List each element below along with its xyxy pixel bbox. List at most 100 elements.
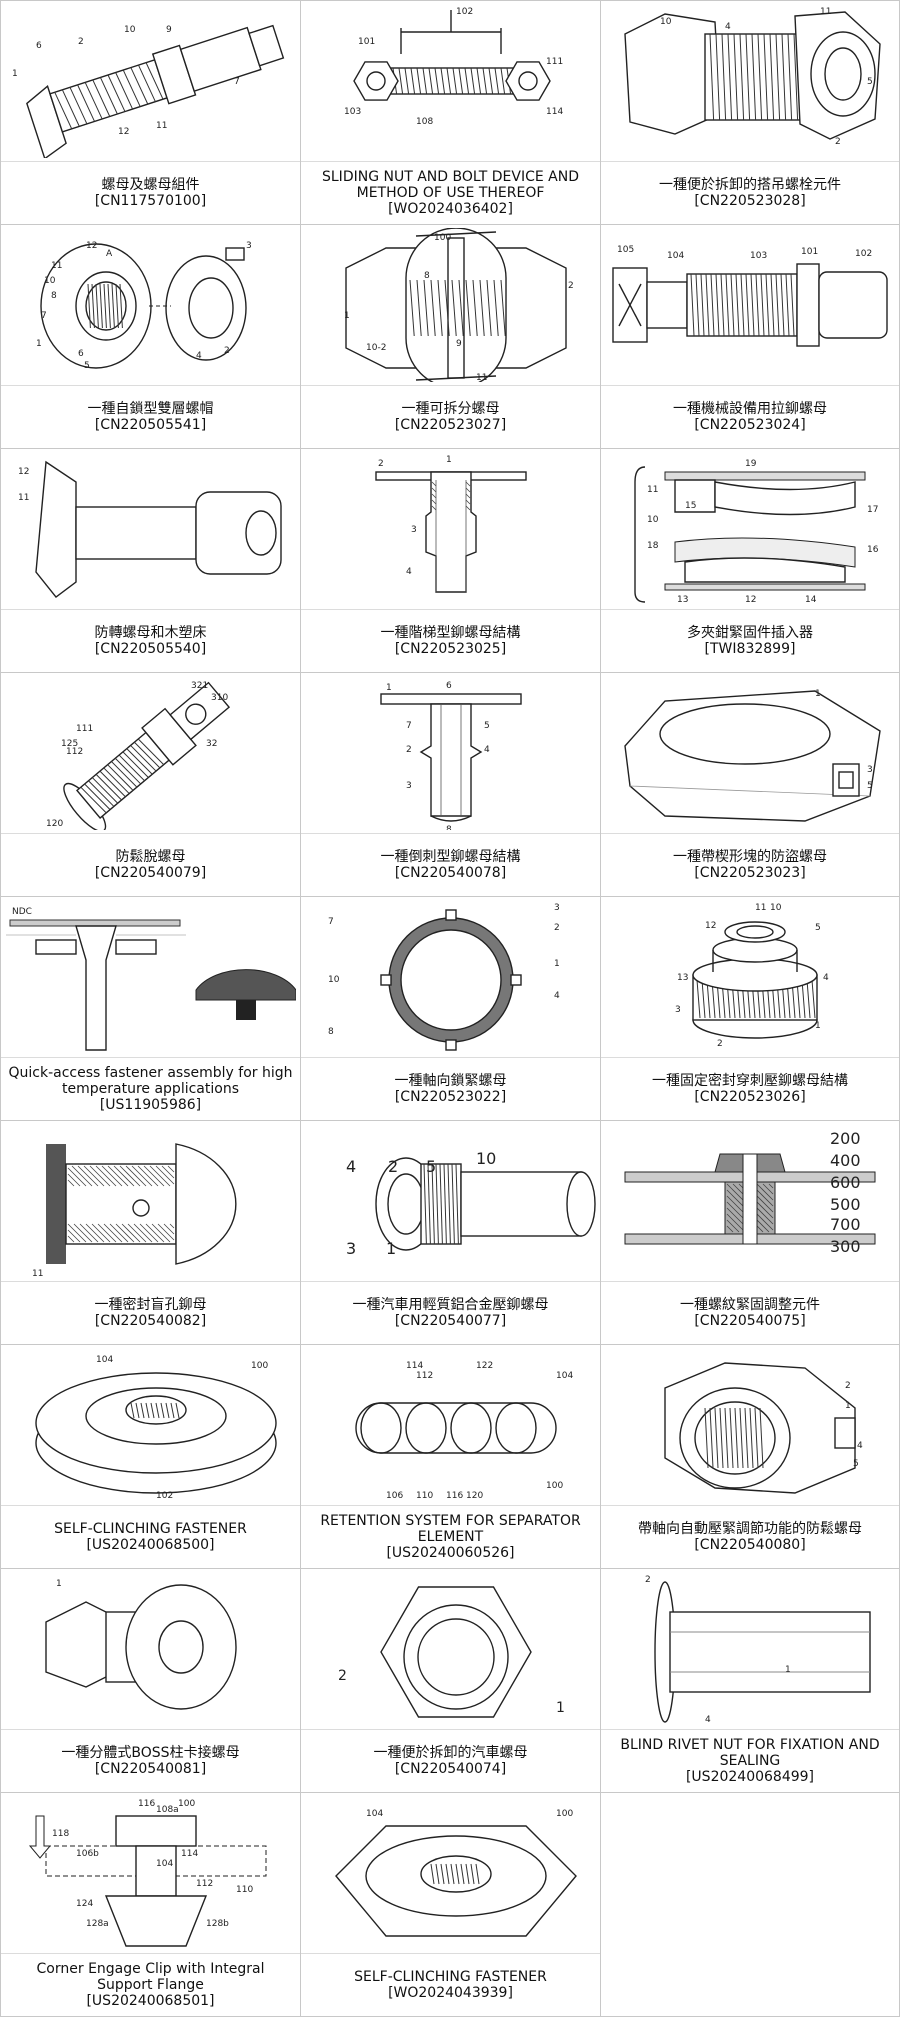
svg-text:114: 114 xyxy=(406,1361,423,1371)
patent-card-13[interactable]: NDC Quick-access fastener assembly for h… xyxy=(0,897,301,1121)
svg-text:114: 114 xyxy=(181,1849,198,1859)
patent-number: [CN220505541] xyxy=(95,417,206,433)
svg-text:118: 118 xyxy=(52,1829,69,1839)
patent-card-23[interactable]: 21 一種便於拆卸的汽車螺母 [CN220540074] xyxy=(301,1569,601,1793)
patent-card-4[interactable]: A12345678101112 一種自鎖型雙層螺帽 [CN220505541] xyxy=(0,225,301,449)
patent-card-14[interactable]: 37211048 一種軸向鎖緊螺母 [CN220523022] xyxy=(301,897,601,1121)
quick-access-fastener-icon: NDC xyxy=(1,897,300,1058)
svg-text:100: 100 xyxy=(546,1481,563,1491)
svg-text:4: 4 xyxy=(857,1441,863,1451)
svg-text:1: 1 xyxy=(554,959,560,969)
patent-card-26[interactable]: 100104 SELF-CLINCHING FASTENER [WO202404… xyxy=(301,1793,601,2017)
axial-adjust-nut-icon: 2145 xyxy=(601,1345,899,1506)
svg-text:14: 14 xyxy=(805,595,817,605)
svg-text:10: 10 xyxy=(660,17,672,27)
patent-number: [CN220523023] xyxy=(694,865,805,881)
patent-card-10[interactable]: 32131011112511212032 防鬆脫螺母 [CN220540079] xyxy=(0,673,301,897)
patent-card-24[interactable]: 214 BLIND RIVET NUT FOR FIXATION AND SEA… xyxy=(601,1569,900,1793)
patent-card-15[interactable]: 1110125134321 一種固定密封穿刺壓鉚螺母結構 [CN22052302… xyxy=(601,897,900,1121)
svg-text:8: 8 xyxy=(51,291,57,301)
svg-text:10: 10 xyxy=(328,975,340,985)
svg-text:12: 12 xyxy=(118,127,129,137)
patent-title: 一種軸向鎖緊螺母 xyxy=(395,1073,507,1089)
patent-card-16[interactable]: 11 一種密封盲孔鉚母 [CN220540082] xyxy=(0,1121,301,1345)
patent-number: [CN220540074] xyxy=(395,1761,506,1777)
svg-text:114: 114 xyxy=(546,107,563,117)
patent-card-25[interactable]: 116100108a118106b114104112110124128a128b… xyxy=(0,1793,301,2017)
svg-text:5: 5 xyxy=(853,1459,859,1469)
patent-number: [CN220523026] xyxy=(694,1089,805,1105)
patent-card-20[interactable]: 114112122104100106110116120 RETENTION SY… xyxy=(301,1345,601,1569)
patent-card-11[interactable]: 16572438 一種倒刺型鉚螺母結構 [CN220540078] xyxy=(301,673,601,897)
svg-text:18: 18 xyxy=(647,541,659,551)
patent-card-12[interactable]: 135 一種帶楔形塊的防盜螺母 [CN220523023] xyxy=(601,673,900,897)
aluminum-clinch-nut-icon: 4251031 xyxy=(301,1121,600,1282)
svg-text:19: 19 xyxy=(745,459,757,469)
svg-text:3: 3 xyxy=(867,765,873,775)
patent-card-19[interactable]: 100104102 SELF-CLINCHING FASTENER [US202… xyxy=(0,1345,301,1569)
patent-title: 一種階梯型鉚螺母結構 xyxy=(381,625,521,641)
svg-text:112: 112 xyxy=(196,1879,213,1889)
patent-card-7[interactable]: 1211 防轉螺母和木塑床 [CN220505540] xyxy=(0,449,301,673)
svg-text:103: 103 xyxy=(344,107,361,117)
svg-text:12: 12 xyxy=(18,467,29,477)
patent-caption: 一種倒刺型鉚螺母結構 [CN220540078] xyxy=(301,834,600,896)
bolt-assembly-icon: 12691012117 xyxy=(1,1,300,162)
patent-card-17[interactable]: 4251031 一種汽車用輕質鋁合金壓鉚螺母 [CN220540077] xyxy=(301,1121,601,1345)
patent-title: 一種汽車用輕質鋁合金壓鉚螺母 xyxy=(353,1297,549,1313)
patent-caption: 一種便於拆卸的搭吊螺栓元件 [CN220523028] xyxy=(601,162,899,224)
svg-text:200: 200 xyxy=(830,1129,861,1148)
anti-loosening-nut-icon: 32131011112511212032 xyxy=(1,673,300,834)
patent-caption: 一種固定密封穿刺壓鉚螺母結構 [CN220523026] xyxy=(601,1058,899,1120)
svg-text:321: 321 xyxy=(191,681,208,691)
patent-caption: 一種帶楔形塊的防盜螺母 [CN220523023] xyxy=(601,834,899,896)
patent-card-5[interactable]: 10082110-2911 一種可拆分螺母 [CN220523027] xyxy=(301,225,601,449)
svg-text:10-2: 10-2 xyxy=(366,343,386,353)
patent-card-22[interactable]: 1 一種分體式BOSS柱卡接螺母 [CN220540081] xyxy=(0,1569,301,1793)
patent-title: 帶軸向自動壓緊調節功能的防鬆螺母 xyxy=(638,1521,862,1537)
patent-title: 防鬆脫螺母 xyxy=(116,849,186,865)
svg-text:11: 11 xyxy=(820,7,831,17)
anti-rotation-nut-icon: 1211 xyxy=(1,449,300,610)
anti-theft-nut-icon: 135 xyxy=(601,673,899,834)
patent-caption: BLIND RIVET NUT FOR FIXATION AND SEALING… xyxy=(601,1730,899,1792)
svg-text:9: 9 xyxy=(166,25,172,35)
patent-card-6[interactable]: 105104103101102 一種機械設備用拉鉚螺母 [CN220523024… xyxy=(601,225,900,449)
patent-title: 多夾鉗緊固件插入器 xyxy=(687,625,813,641)
blind-rivet-nut-icon: 214 xyxy=(601,1569,899,1730)
axial-lock-nut-icon: 37211048 xyxy=(301,897,600,1058)
split-nut-icon: 10082110-2911 xyxy=(301,225,600,386)
patent-card-1[interactable]: 12691012117 螺母及螺母組件 [CN117570100] xyxy=(0,1,301,225)
svg-text:3: 3 xyxy=(406,781,412,791)
svg-text:111: 111 xyxy=(76,724,93,734)
patent-caption: 一種便於拆卸的汽車螺母 [CN220540074] xyxy=(301,1730,600,1792)
svg-text:3: 3 xyxy=(246,241,252,251)
clamp-insert-icon: 11101519171816131214 xyxy=(601,449,899,610)
svg-text:108: 108 xyxy=(416,117,433,127)
patent-number: [CN220540080] xyxy=(694,1537,805,1553)
patent-card-9[interactable]: 11101519171816131214 多夾鉗緊固件插入器 [TWI83289… xyxy=(601,449,900,673)
svg-text:100: 100 xyxy=(251,1361,268,1371)
svg-text:122: 122 xyxy=(476,1361,493,1371)
patent-number: [CN117570100] xyxy=(95,193,206,209)
patent-number: [CN220540078] xyxy=(395,865,506,881)
patent-card-8[interactable]: 1234 一種階梯型鉚螺母結構 [CN220523025] xyxy=(301,449,601,673)
patent-card-21[interactable]: 2145 帶軸向自動壓緊調節功能的防鬆螺母 [CN220540080] xyxy=(601,1345,900,1569)
svg-text:12: 12 xyxy=(86,241,97,251)
svg-text:500: 500 xyxy=(830,1195,861,1214)
patent-number: [CN220540077] xyxy=(395,1313,506,1329)
patent-title: Corner Engage Clip with Integral Support… xyxy=(7,1961,294,1993)
patent-number: [CN220523022] xyxy=(395,1089,506,1105)
svg-text:1: 1 xyxy=(36,339,42,349)
barbed-rivet-nut-icon: 16572438 xyxy=(301,673,600,834)
svg-text:102: 102 xyxy=(456,7,473,17)
patent-card-3[interactable]: 1011452 一種便於拆卸的搭吊螺栓元件 [CN220523028] xyxy=(601,1,900,225)
patent-card-2[interactable]: 101102103108111114 SLIDING NUT AND BOLT … xyxy=(301,1,601,225)
patent-card-18[interactable]: 200400600500700300 一種螺紋緊固調整元件 [CN2205400… xyxy=(601,1121,900,1345)
patent-title: 一種機械設備用拉鉚螺母 xyxy=(673,401,827,417)
svg-text:101: 101 xyxy=(358,37,375,47)
patent-title: 一種分體式BOSS柱卡接螺母 xyxy=(61,1745,239,1761)
patent-title: 一種便於拆卸的汽車螺母 xyxy=(374,1745,528,1761)
patent-caption: 一種軸向鎖緊螺母 [CN220523022] xyxy=(301,1058,600,1120)
